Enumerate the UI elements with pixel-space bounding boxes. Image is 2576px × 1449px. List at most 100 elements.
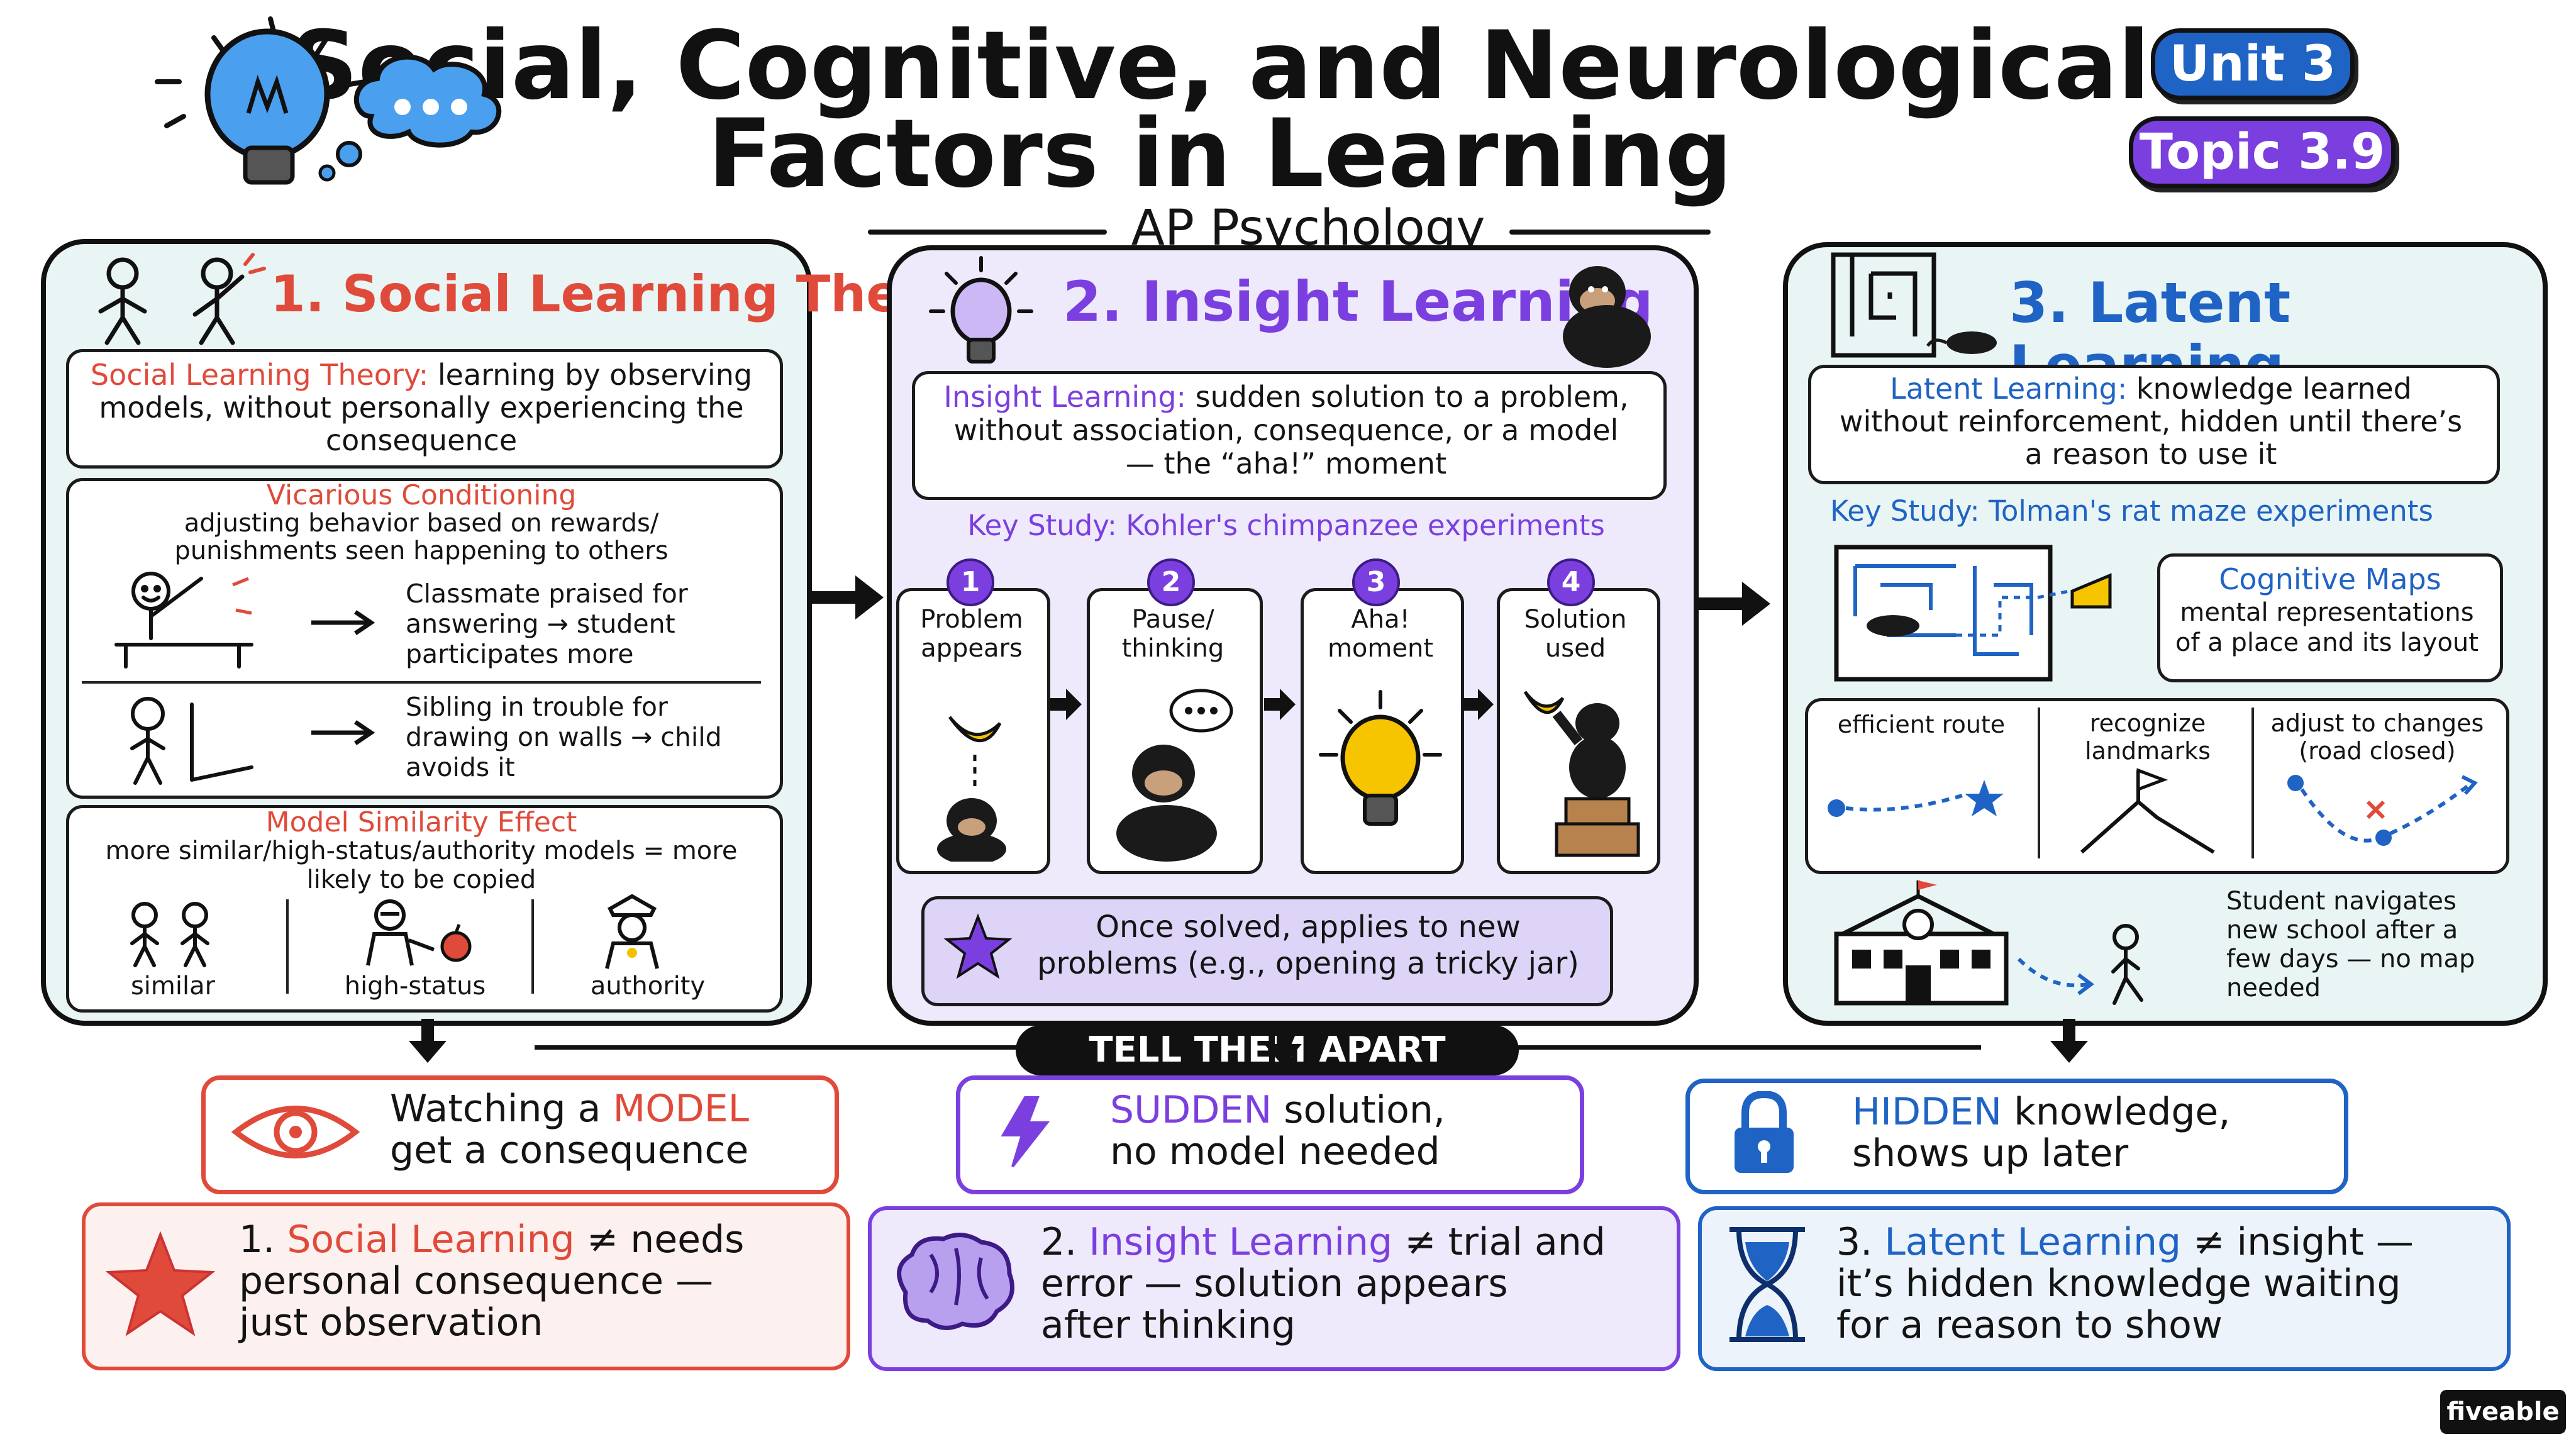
compare-pre-social: Watching a xyxy=(390,1087,613,1131)
summary-rest3-latent: for a reason to show xyxy=(1836,1303,2223,1347)
social-definition: Social Learning Theory: learning by obse… xyxy=(88,358,755,457)
arrow-right-icon xyxy=(1050,689,1082,720)
latent-col-divider-1 xyxy=(2038,708,2040,858)
summary-rest3-insight: after thinking xyxy=(1041,1303,1296,1347)
vicarious-divider xyxy=(82,681,761,684)
latent-col-divider-2 xyxy=(2251,708,2254,858)
subtitle-rule-right xyxy=(1509,230,1711,235)
unit-badge: Unit 3 xyxy=(2151,28,2355,100)
summary-num-latent: 3. xyxy=(1836,1220,1873,1264)
teacher-icon xyxy=(366,899,472,966)
summary-text-latent: 3. Latent Learning ≠ insight — it’s hidd… xyxy=(1836,1221,2490,1346)
sibling-drawing-icon xyxy=(130,697,253,785)
social-definition-term: Social Learning Theory: xyxy=(90,358,429,392)
compare-key-latent: HIDDEN xyxy=(1852,1090,2002,1134)
latent-columns-box xyxy=(1805,698,2509,874)
police-officer-icon xyxy=(605,894,659,969)
social-definition-box xyxy=(66,349,783,469)
similar-people-icon xyxy=(130,902,209,967)
vicarious-heading: Vicarious Conditioning xyxy=(266,479,577,511)
tell-apart-label: TELL THEM APART xyxy=(1016,1025,1519,1075)
summary-term-insight: Insight Learning xyxy=(1089,1220,1393,1264)
summary-term-latent: Latent Learning xyxy=(1884,1220,2182,1264)
efficient-route-icon xyxy=(1828,780,2004,817)
landmark-flag-icon xyxy=(2080,768,2215,854)
insight-definition-box xyxy=(912,371,1667,500)
step-label-4: Solution used xyxy=(1524,605,1627,663)
latent-definition-text: knowledge learned without reinforcement,… xyxy=(1839,372,2463,471)
vicarious-example-2: Sibling in trouble for drawing on walls … xyxy=(406,692,722,782)
compare-key-social: MODEL xyxy=(613,1087,750,1131)
star-icon xyxy=(943,913,1013,979)
latent-col-1: efficient route xyxy=(1837,711,2006,738)
topic-badge: Topic 3.9 xyxy=(2129,116,2396,188)
insight-definition-term: Insight Learning: xyxy=(943,380,1187,414)
two-people-icon xyxy=(98,253,266,345)
summary-rest1-latent: ≠ insight — xyxy=(2181,1220,2414,1264)
step-number-4: 4 xyxy=(1547,558,1595,606)
cognitive-maps-box xyxy=(2157,553,2503,682)
summary-term-social: Social Learning xyxy=(287,1218,575,1262)
compare-post1-insight: solution, xyxy=(1272,1088,1445,1132)
lightbulb-icon xyxy=(929,256,1033,364)
vicarious-description: adjusting behavior based on rewards/ pun… xyxy=(174,509,669,565)
star-icon xyxy=(105,1231,216,1336)
vicarious-box xyxy=(66,478,783,799)
cognitive-maps-text: mental representations of a place and it… xyxy=(2175,598,2479,657)
compare-card-latent xyxy=(1685,1079,2348,1194)
compare-text-social: Watching a MODEL get a consequence xyxy=(390,1088,749,1171)
latent-key-study: Key Study: Tolman's rat maze experiments xyxy=(1830,494,2433,528)
step-box-2 xyxy=(1087,588,1263,874)
compare-post1-latent: knowledge, xyxy=(2002,1090,2231,1134)
insight-key-study: Key Study: Kohler's chimpanzee experimen… xyxy=(967,509,1605,542)
maze-mouse-icon xyxy=(1831,252,1997,358)
vicarious-example-1: Classmate praised for answering → studen… xyxy=(406,579,688,669)
compare-text-insight: SUDDEN solution, no model needed xyxy=(1110,1089,1445,1172)
arrow-down-icon xyxy=(2050,1019,2088,1063)
latent-col-3: adjust to changes (road closed) xyxy=(2270,709,2484,765)
chimp-on-boxes-icon xyxy=(1523,691,1640,857)
arrow-down-icon xyxy=(409,1019,447,1063)
lightning-icon xyxy=(1001,1096,1050,1168)
compare-card-insight xyxy=(956,1075,1584,1194)
bright-bulb-icon xyxy=(1319,690,1442,826)
summary-rest1-social: ≠ needs xyxy=(574,1218,745,1262)
social-definition-text: learning by observing models, without pe… xyxy=(99,358,753,457)
compare-text-latent: HIDDEN knowledge, shows up later xyxy=(1852,1091,2230,1174)
brand-logo: fiveable xyxy=(2440,1390,2566,1434)
step-number-2: 2 xyxy=(1147,558,1195,606)
arrow-right-icon xyxy=(311,610,375,635)
latent-example: Student navigates new school after a few… xyxy=(2226,887,2475,1002)
latent-definition: Latent Learning: knowledge learned witho… xyxy=(1836,372,2465,470)
label-authority: authority xyxy=(590,972,706,1001)
compare-key-insight: SUDDEN xyxy=(1110,1088,1272,1132)
compare-post-latent: shows up later xyxy=(1852,1131,2129,1175)
arrow-right-icon xyxy=(1462,689,1494,720)
student-raising-hand-icon xyxy=(114,572,253,669)
cognitive-maps-heading: Cognitive Maps xyxy=(2219,562,2441,596)
compare-post-insight: no model needed xyxy=(1110,1130,1440,1174)
label-similar: similar xyxy=(130,972,216,1001)
similarity-divider-2 xyxy=(531,899,534,994)
summary-card-social xyxy=(82,1202,850,1370)
hourglass-icon xyxy=(1729,1227,1805,1342)
arrow-right-icon xyxy=(311,720,375,745)
rat-maze-icon xyxy=(1834,545,2112,682)
latent-definition-box xyxy=(1808,365,2500,484)
insight-definition: Insight Learning: sudden solution to a p… xyxy=(937,380,1635,480)
latent-col-2: recognize landmarks xyxy=(2085,709,2211,765)
thinking-chimp-icon xyxy=(1116,689,1233,862)
main-title-line2: Factors in Learning xyxy=(708,99,1733,209)
arrow-down-icon xyxy=(1264,1022,1302,1066)
summary-card-latent xyxy=(1698,1206,2511,1371)
compare-post-social: get a consequence xyxy=(390,1128,749,1172)
main-title-line1: Social, Cognitive, and Neurological xyxy=(290,11,2150,121)
school-building-icon xyxy=(1834,880,2143,1006)
summary-text-social: 1. Social Learning ≠ needs personal cons… xyxy=(239,1219,830,1343)
summary-num-insight: 2. xyxy=(1041,1220,1077,1264)
detour-route-icon xyxy=(2287,775,2478,846)
similarity-divider-1 xyxy=(286,899,289,994)
padlock-icon xyxy=(1735,1091,1794,1173)
summary-rest2-latent: it’s hidden knowledge waiting xyxy=(1836,1262,2401,1306)
summary-rest1-insight: ≠ trial and xyxy=(1392,1220,1606,1264)
